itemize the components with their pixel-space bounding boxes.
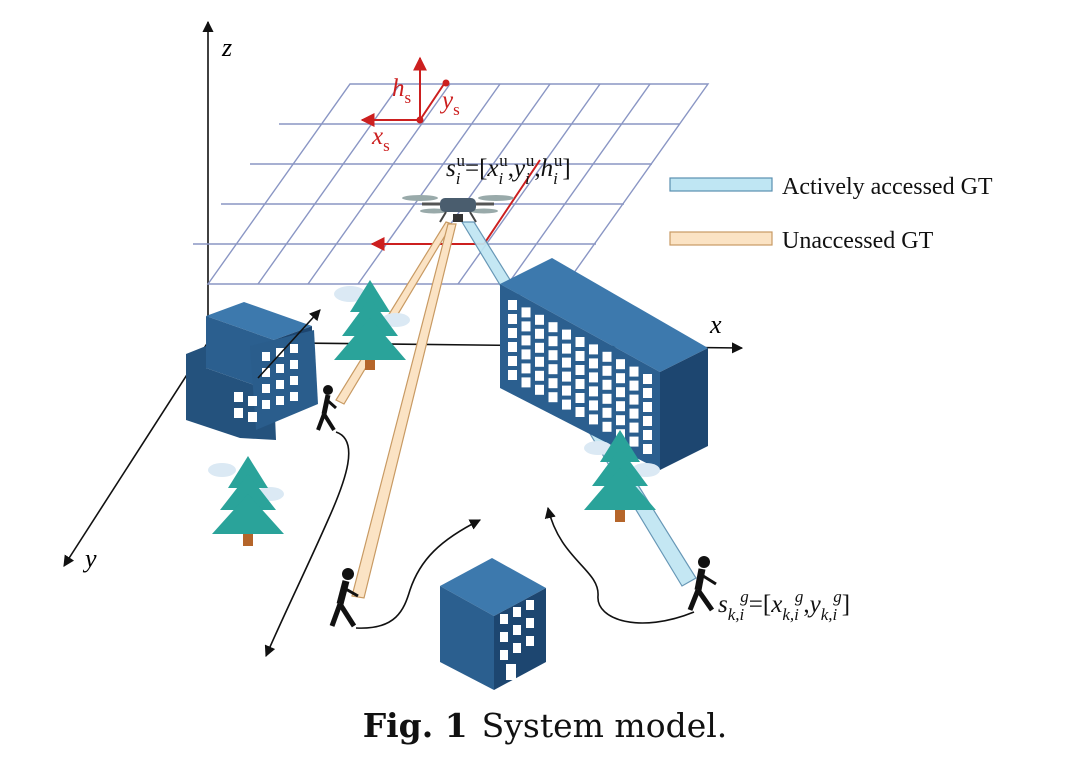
building-window bbox=[575, 407, 585, 417]
building-window bbox=[548, 378, 558, 389]
building-window bbox=[521, 335, 531, 346]
y-s-label: ys bbox=[439, 87, 460, 119]
building-window bbox=[548, 364, 558, 375]
y-axis-label: y bbox=[82, 544, 97, 573]
building-window bbox=[589, 372, 598, 383]
building-window bbox=[616, 415, 625, 426]
building-window bbox=[508, 300, 517, 310]
building-window bbox=[629, 422, 639, 433]
building-window bbox=[629, 408, 639, 419]
building-window bbox=[562, 357, 571, 368]
uav-position-formula: siu=[xiu,yiu,hiu] bbox=[446, 151, 571, 188]
building-window bbox=[589, 358, 598, 369]
building-window bbox=[575, 337, 585, 347]
building-window bbox=[508, 342, 517, 352]
building-window bbox=[643, 430, 652, 440]
building-window bbox=[629, 380, 639, 391]
figure-number: Fig. 1 bbox=[362, 706, 468, 745]
legend-label-unaccessed: Unaccessed GT bbox=[782, 228, 934, 254]
building-window bbox=[602, 421, 612, 432]
z-axis-label: z bbox=[221, 33, 232, 62]
building-window bbox=[521, 377, 531, 388]
building-window bbox=[521, 363, 531, 374]
building-window bbox=[602, 365, 612, 376]
legend-swatch-unaccessed bbox=[669, 231, 773, 246]
h-s-label: hs bbox=[392, 75, 411, 107]
x-axis-label: x bbox=[709, 310, 722, 339]
building-window bbox=[548, 336, 558, 347]
building-window bbox=[616, 359, 625, 370]
unaccessed-beams bbox=[335, 221, 457, 599]
building-large bbox=[500, 258, 708, 470]
building-window bbox=[629, 436, 639, 447]
tree-icon bbox=[208, 456, 284, 546]
ground-terminal-icon bbox=[329, 568, 359, 628]
x-s-label: xs bbox=[371, 123, 390, 155]
building-window bbox=[602, 393, 612, 404]
building-window bbox=[535, 328, 544, 339]
building-window bbox=[643, 388, 652, 398]
building-window bbox=[616, 373, 625, 384]
building-window bbox=[629, 394, 639, 405]
uav-grid-plane bbox=[193, 83, 710, 285]
figure-caption-text: System model. bbox=[481, 706, 728, 745]
building-window bbox=[589, 400, 598, 411]
building-window bbox=[575, 393, 585, 403]
uav-projection-lines bbox=[370, 159, 541, 251]
building-window bbox=[602, 379, 612, 390]
building-window bbox=[562, 343, 571, 354]
building-window bbox=[535, 356, 544, 367]
building-window bbox=[589, 386, 598, 397]
gt-trajectories bbox=[257, 309, 695, 658]
building-window bbox=[589, 414, 598, 425]
building-window bbox=[589, 344, 598, 355]
tree-icon bbox=[584, 430, 660, 522]
building-window bbox=[562, 399, 571, 410]
legend-swatch-active bbox=[669, 177, 773, 192]
building-bottom bbox=[440, 558, 546, 690]
building-window bbox=[616, 401, 625, 412]
building-window bbox=[643, 416, 652, 426]
building-window bbox=[602, 351, 612, 362]
ground-terminal-icon bbox=[687, 556, 717, 612]
building-window bbox=[643, 374, 652, 384]
uav-drone-icon bbox=[402, 195, 514, 223]
building-window bbox=[643, 444, 652, 454]
legend-label-active: Actively accessed GT bbox=[782, 174, 993, 200]
building-window bbox=[616, 387, 625, 398]
building-window bbox=[548, 392, 558, 403]
building-window bbox=[535, 342, 544, 353]
figure-caption: Fig. 1 System model. bbox=[0, 706, 1090, 745]
building-window bbox=[508, 328, 517, 338]
building-window bbox=[562, 329, 571, 340]
building-window bbox=[535, 384, 544, 395]
building-window bbox=[521, 307, 531, 318]
building-window bbox=[602, 407, 612, 418]
building-window bbox=[508, 314, 517, 324]
building-window bbox=[521, 349, 531, 360]
legend: Actively accessed GT Unaccessed GT bbox=[669, 174, 993, 254]
building-window bbox=[575, 351, 585, 361]
building-window bbox=[562, 371, 571, 382]
building-window bbox=[548, 350, 558, 361]
tree-icon bbox=[334, 280, 410, 370]
building-window bbox=[508, 356, 517, 366]
building-window bbox=[643, 402, 652, 412]
uav-local-axes: hs ys xs bbox=[360, 56, 460, 155]
building-window bbox=[575, 379, 585, 389]
large-building-windows bbox=[508, 300, 652, 454]
building-window bbox=[535, 314, 544, 325]
building-window bbox=[535, 370, 544, 381]
building-window bbox=[508, 370, 517, 380]
gt-position-formula: sk,ig=[xk,ig,yk,ig] bbox=[718, 587, 850, 624]
building-window bbox=[629, 366, 639, 377]
building-window bbox=[548, 322, 558, 333]
building-window bbox=[575, 365, 585, 375]
building-window bbox=[521, 321, 531, 332]
ground-terminal-icon bbox=[316, 385, 337, 432]
building-window bbox=[562, 385, 571, 396]
building-left bbox=[186, 302, 318, 440]
